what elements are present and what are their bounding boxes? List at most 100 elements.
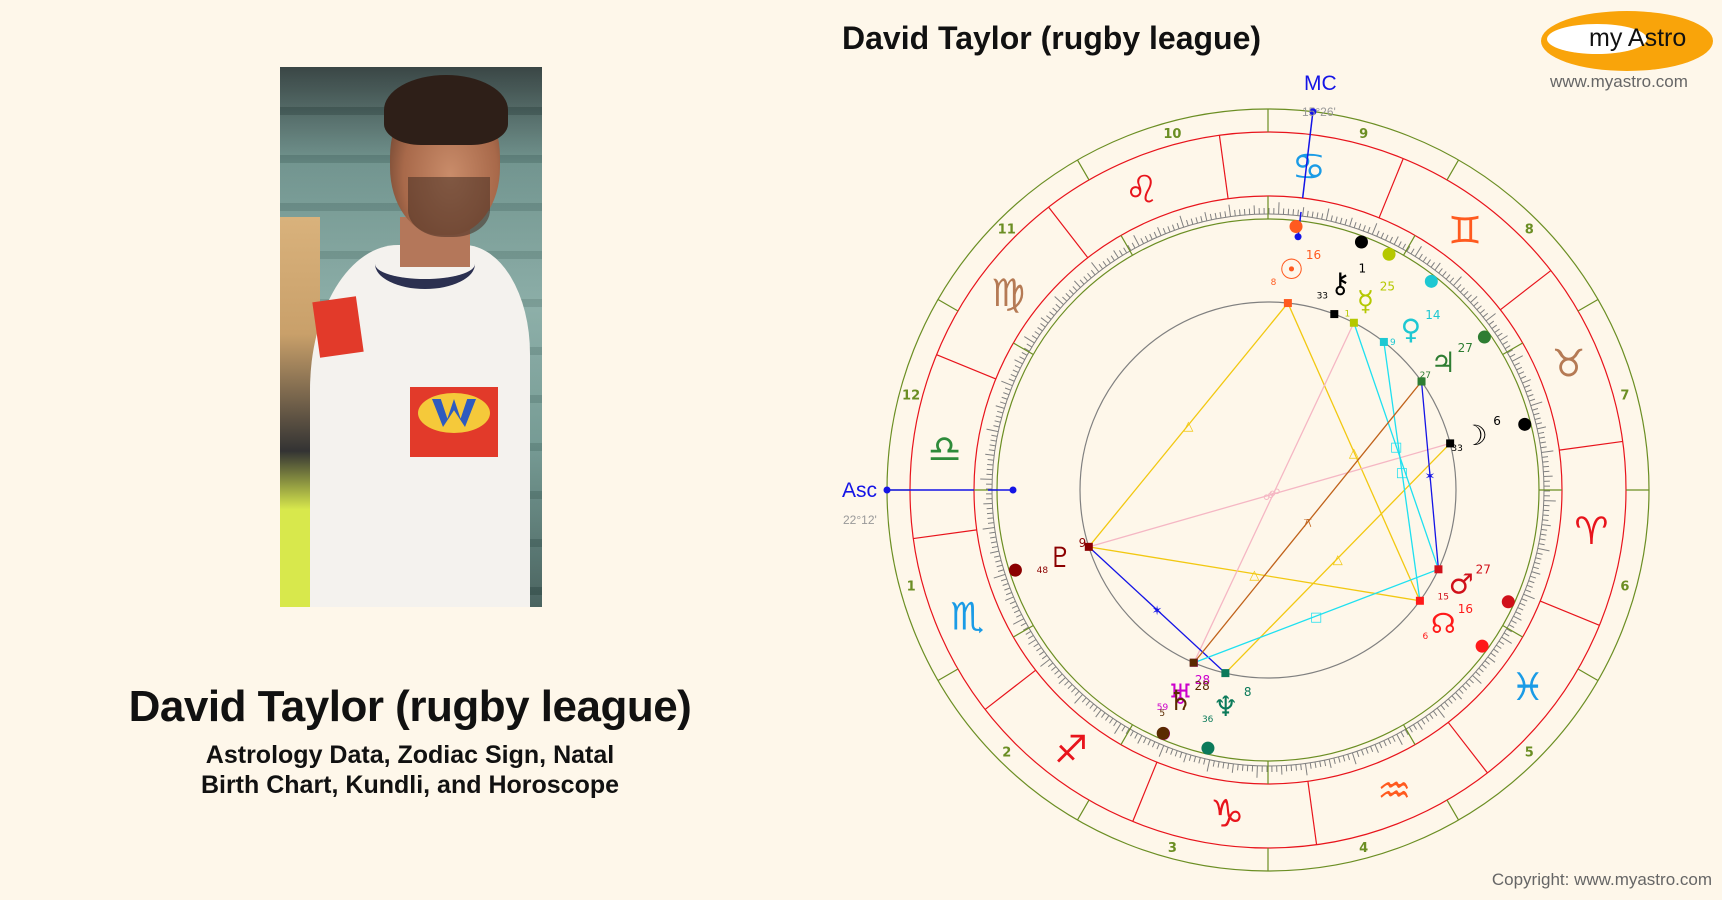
sign-boundary bbox=[1499, 270, 1552, 311]
aspect-square-icon: □ bbox=[1310, 610, 1322, 625]
uranus-minutes: 59 bbox=[1157, 703, 1169, 713]
sign-boundary bbox=[1378, 158, 1404, 219]
house-cusp-inner bbox=[1402, 235, 1416, 256]
neptune-minutes: 36 bbox=[1202, 715, 1214, 725]
house-cusp-inner bbox=[1402, 724, 1416, 745]
aspect-square-icon: □ bbox=[1396, 465, 1408, 480]
sign-taurus-icon: ♉ bbox=[1551, 342, 1585, 386]
sign-virgo-icon: ♍ bbox=[991, 271, 1025, 315]
aspect-opposition-icon: ☍ bbox=[1263, 489, 1276, 504]
jupiter-minutes: 27 bbox=[1420, 371, 1431, 381]
uranus-degree: 28 bbox=[1195, 673, 1210, 687]
subtitle-line-2: Birth Chart, Kundli, and Horoscope bbox=[200, 771, 620, 799]
north-node-aspect-marker bbox=[1415, 596, 1424, 605]
asc-inner-marker bbox=[1009, 486, 1017, 494]
venus-degree: 14 bbox=[1425, 308, 1440, 322]
mars-icon: ♂ bbox=[1449, 568, 1474, 601]
aspect-square-icon: □ bbox=[1390, 440, 1402, 455]
venus-minutes: 9 bbox=[1390, 338, 1396, 348]
house-cusp-outer bbox=[1446, 799, 1460, 821]
jersey-collar bbox=[375, 239, 475, 289]
chart-title: David Taylor (rugby league) bbox=[842, 20, 1262, 56]
house-number-6: 6 bbox=[1620, 580, 1629, 595]
sign-boundary bbox=[936, 354, 997, 380]
sign-libra-icon: ♎ bbox=[928, 427, 962, 471]
sign-aries-icon: ♈ bbox=[1574, 509, 1608, 553]
pluto-aspect-marker bbox=[1084, 542, 1093, 551]
venus-aspect-marker bbox=[1379, 337, 1388, 346]
saturn-aspect-marker bbox=[1189, 658, 1198, 667]
aspect-trine bbox=[1088, 302, 1289, 548]
uranus-icon: ♅ bbox=[1168, 678, 1193, 711]
moon-minutes: 33 bbox=[1451, 444, 1462, 454]
aspect-opposition-icon: ☍ bbox=[1267, 487, 1280, 502]
moon-ring-marker bbox=[1518, 417, 1532, 431]
aspect-trine-icon: △ bbox=[1249, 568, 1259, 583]
sign-pisces-icon: ♓ bbox=[1511, 665, 1545, 709]
house-cusp-inner bbox=[1013, 342, 1034, 356]
mercury-degree: 25 bbox=[1380, 280, 1395, 294]
house-number-11: 11 bbox=[998, 223, 1016, 238]
moon-icon: ☽ bbox=[1463, 419, 1488, 452]
venus-icon: ♀ bbox=[1401, 313, 1422, 346]
myastro-logo[interactable]: my Astro bbox=[1541, 11, 1713, 71]
mc-marker bbox=[1309, 108, 1317, 116]
zodiac-signs: ♈♉♊♋♌♍♎♏♐♑♒♓ bbox=[913, 135, 1623, 845]
aspect-opposition bbox=[1088, 442, 1451, 548]
saturn-degree: 28 bbox=[1195, 679, 1210, 693]
aspect-trine bbox=[1088, 546, 1421, 602]
mercury-icon: ☿ bbox=[1357, 285, 1374, 318]
aspect-square bbox=[1353, 322, 1440, 570]
chiron-ring-marker bbox=[1354, 235, 1368, 249]
aspect-lines: △△△△☍☍✶✶□□□⚻ bbox=[1088, 302, 1451, 674]
aspect-opposition bbox=[1193, 322, 1355, 664]
house-cusp-inner bbox=[1502, 624, 1523, 638]
saturn-icon: ♄ bbox=[1168, 684, 1193, 717]
mc-inner-marker bbox=[1294, 233, 1302, 241]
mercury-ring-marker bbox=[1382, 247, 1396, 261]
house-number-3: 3 bbox=[1168, 841, 1177, 856]
copyright-text: Copyright: www.myastro.com bbox=[1491, 870, 1712, 889]
sign-boundary bbox=[984, 669, 1037, 710]
sign-scorpio-icon: ♏ bbox=[950, 594, 984, 638]
house-cusp-inner bbox=[1013, 624, 1034, 638]
neptune-ring-marker bbox=[1201, 741, 1215, 755]
house-number-10: 10 bbox=[1163, 127, 1181, 142]
aspect-trine bbox=[1287, 302, 1421, 602]
aspect-sextile bbox=[1420, 381, 1440, 570]
saturn-ring-marker bbox=[1156, 726, 1170, 740]
subject-subtitle: Astrology Data, Zodiac Sign, Natal Birth… bbox=[0, 740, 820, 800]
mars-degree: 27 bbox=[1476, 563, 1491, 577]
house-number-8: 8 bbox=[1525, 223, 1534, 238]
subject-photo bbox=[280, 67, 542, 607]
house-cusp-outer bbox=[937, 668, 959, 682]
chiron-aspect-marker bbox=[1330, 310, 1339, 319]
house-number-4: 4 bbox=[1359, 841, 1368, 856]
sun-minutes: 8 bbox=[1271, 278, 1277, 288]
sign-boundary bbox=[1132, 761, 1158, 822]
mars-aspect-marker bbox=[1434, 565, 1443, 574]
aspect-quincunx-icon: ⚻ bbox=[1303, 516, 1312, 531]
house-number-12: 12 bbox=[902, 388, 920, 403]
sign-gemini-icon: ♊ bbox=[1448, 208, 1482, 252]
moon-degree: 6 bbox=[1493, 414, 1501, 428]
jupiter-icon: ♃ bbox=[1431, 346, 1456, 379]
sponsor-logo bbox=[410, 387, 498, 457]
house-cusp-outer bbox=[937, 298, 959, 312]
sign-boundary bbox=[913, 529, 977, 540]
neptune-aspect-marker bbox=[1221, 669, 1230, 678]
venus-ring-marker bbox=[1424, 274, 1438, 288]
hair bbox=[384, 75, 508, 145]
site-url-link[interactable]: www.myastro.com bbox=[1550, 72, 1688, 91]
pluto-ring-marker bbox=[1008, 563, 1022, 577]
chiron-minutes: 33 bbox=[1317, 291, 1328, 301]
aspect-square bbox=[1193, 568, 1439, 664]
saturn-minutes: 5 bbox=[1159, 709, 1165, 719]
sign-aquarius-icon: ♒ bbox=[1377, 769, 1411, 813]
pluto-minutes: 48 bbox=[1037, 566, 1049, 576]
house-number-9: 9 bbox=[1359, 127, 1368, 142]
house-cusp-outer bbox=[1076, 799, 1090, 821]
subtitle-line-1: Astrology Data, Zodiac Sign, Natal bbox=[205, 741, 615, 769]
sun-aspect-marker bbox=[1283, 299, 1292, 308]
